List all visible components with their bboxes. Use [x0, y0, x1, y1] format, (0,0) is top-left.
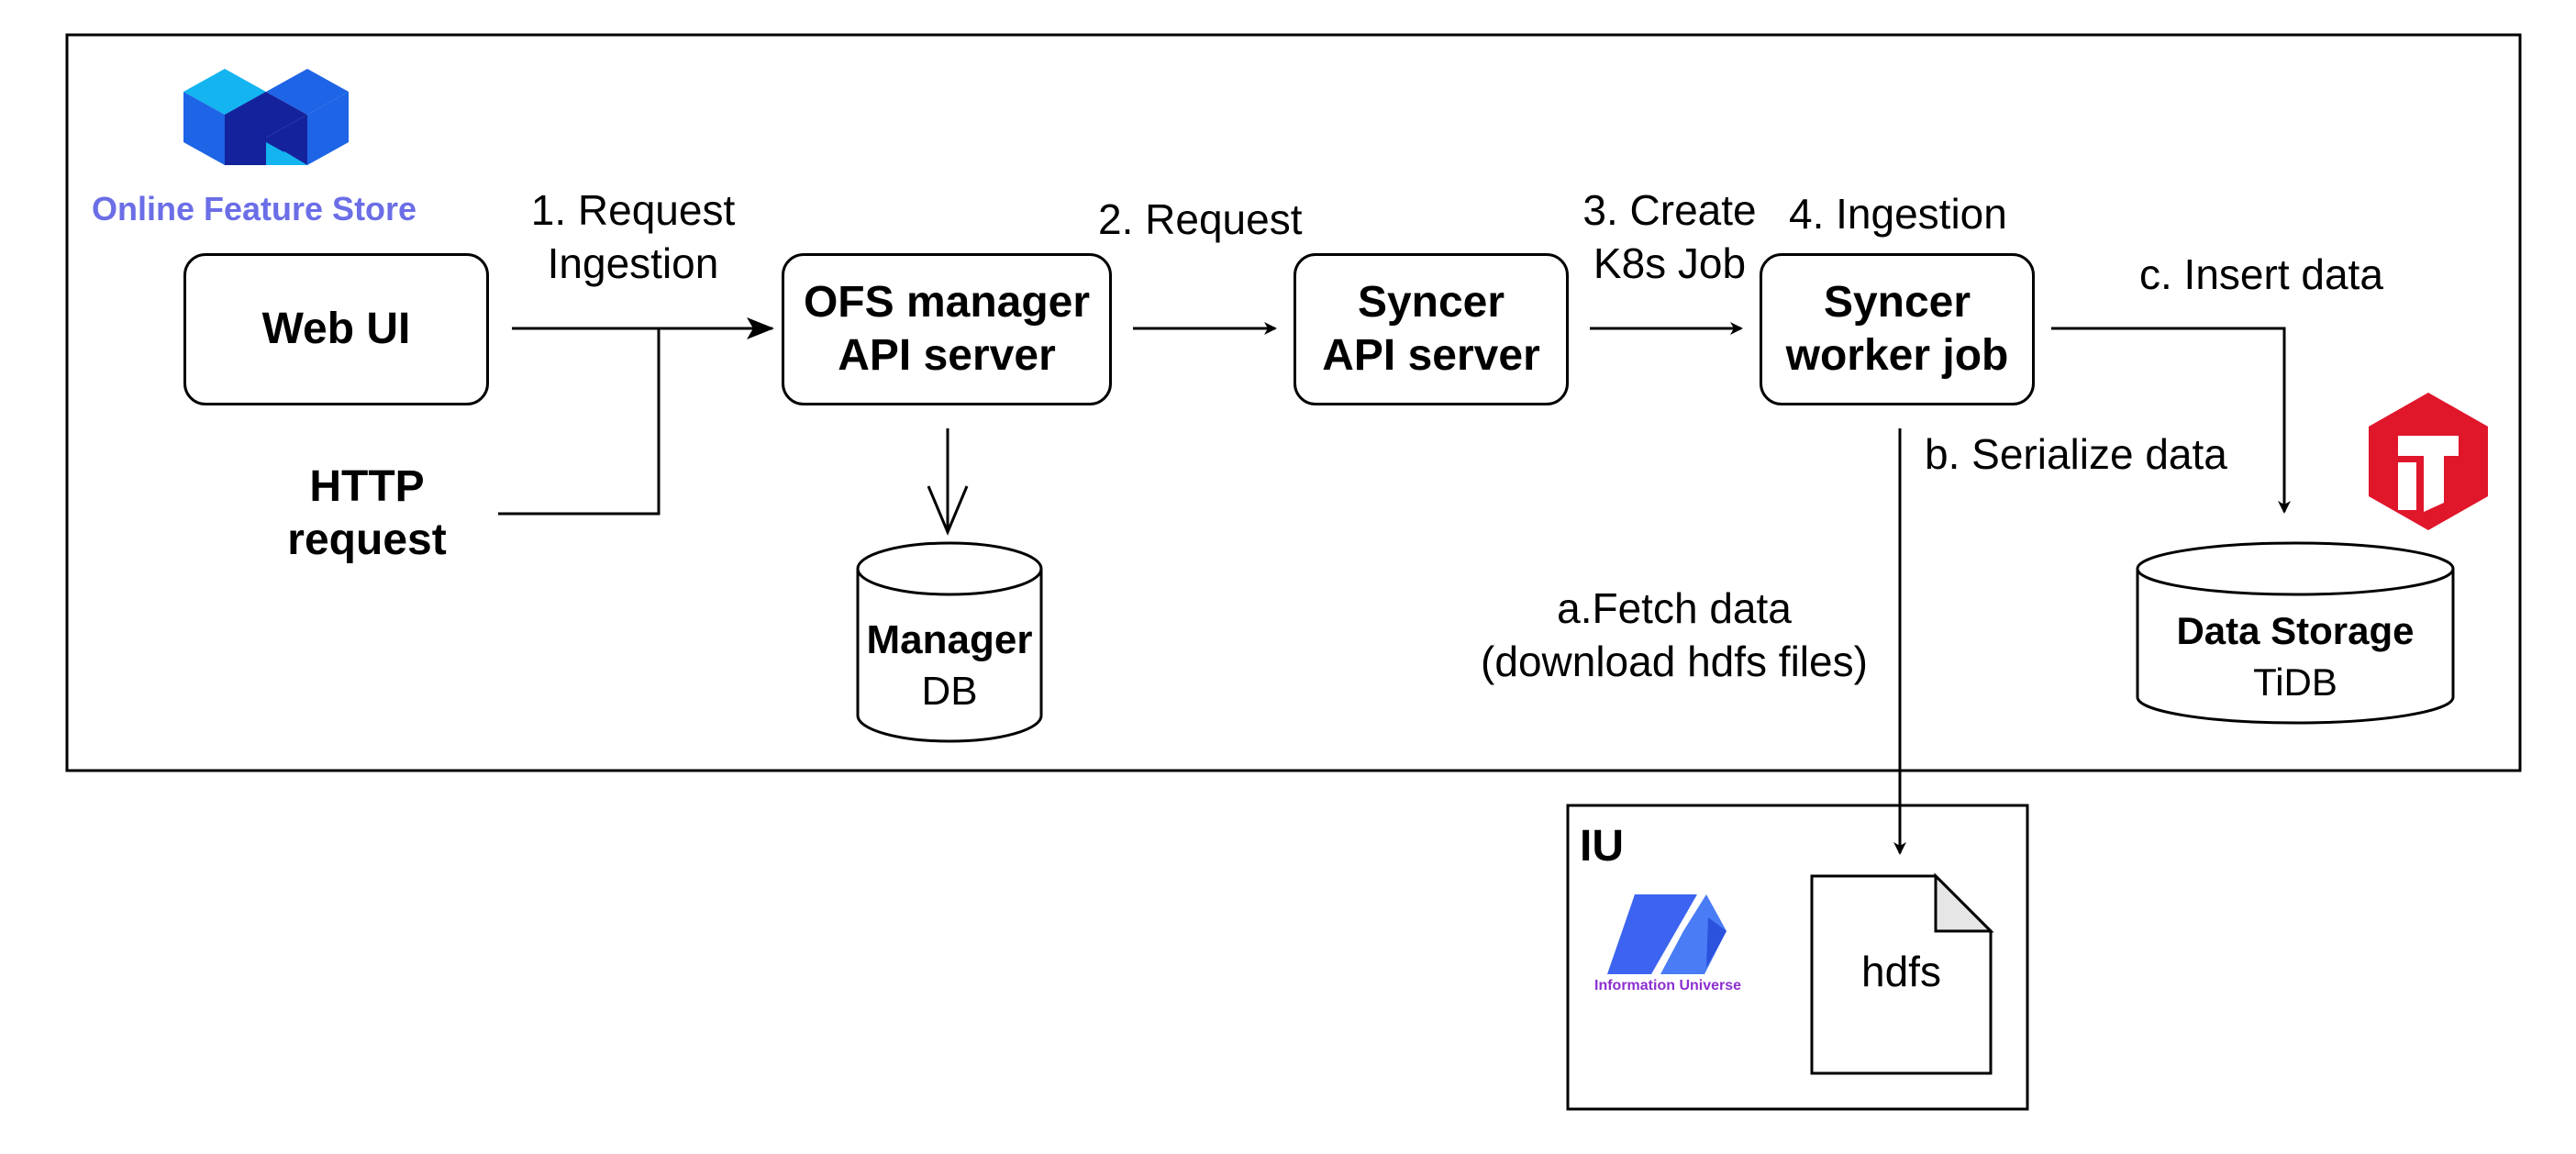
edge-label-step3: 3. Create K8s Job: [1573, 183, 1766, 290]
edge-http-ofs: [498, 328, 661, 516]
edge-label-step3-line1: 3. Create: [1582, 186, 1757, 234]
edge-label-step-c: c. Insert data: [2139, 250, 2383, 298]
edge-label-step-b: b. Serialize data: [1925, 430, 2227, 478]
edge-label-step4: 4. Ingestion: [1789, 190, 2007, 238]
edge-label-step1-line1: 1. Request: [530, 186, 736, 234]
manager-db-label: Manager DB: [858, 615, 1041, 717]
manager-db-line2: DB: [921, 669, 978, 714]
data-storage-label: Data Storage TiDB: [2137, 605, 2453, 708]
information-universe-logo-icon: [1607, 894, 1727, 974]
edge-label-step2: 2. Request: [1098, 195, 1303, 243]
tidb-logo-icon: [2369, 393, 2488, 530]
manager-db-cylinder: [856, 541, 1043, 743]
edge-label-step-a: a.Fetch data (download hdfs files): [1459, 582, 1890, 688]
syncer-worker-line2: worker job: [1785, 331, 2009, 380]
http-request-label: HTTP request: [266, 460, 468, 567]
data-storage-line1: Data Storage: [2176, 609, 2415, 652]
brand-title: Online Feature Store: [92, 190, 417, 227]
web-ui-node: Web UI: [183, 253, 489, 405]
syncer-api-line1: Syncer: [1357, 278, 1505, 327]
ofs-cube-logo-icon: [183, 69, 349, 165]
iu-title: IU: [1580, 822, 1624, 871]
edge-label-step-a-line2: (download hdfs files): [1481, 638, 1868, 685]
syncer-api-node: Syncer API server: [1294, 253, 1569, 405]
http-request-line1: HTTP: [309, 462, 425, 511]
ofs-manager-line1: OFS manager: [803, 278, 1091, 327]
iu-logo-caption: Information Universe: [1594, 978, 1742, 993]
hdfs-document-shape: [1810, 872, 1994, 1075]
hdfs-label: hdfs: [1861, 948, 1941, 995]
edge-label-step1: 1. Request Ingestion: [514, 183, 752, 290]
edge-label-step1-line2: Ingestion: [547, 239, 719, 287]
syncer-api-line2: API server: [1322, 331, 1540, 380]
edge-worker-datastorage: [2051, 327, 2291, 514]
outer-boundary: [65, 33, 2522, 772]
syncer-worker-node: Syncer worker job: [1760, 253, 2035, 405]
edge-label-step-a-line1: a.Fetch data: [1557, 584, 1792, 632]
manager-db-line1: Manager: [866, 617, 1033, 662]
http-request-line2: request: [287, 516, 447, 564]
ofs-manager-line2: API server: [838, 331, 1056, 380]
data-storage-cylinder: [2136, 541, 2455, 725]
data-storage-line2: TiDB: [2253, 660, 2337, 704]
iu-boundary: [1566, 804, 2029, 1111]
ofs-manager-node: OFS manager API server: [782, 253, 1112, 405]
web-ui-label: Web UI: [261, 305, 411, 353]
syncer-worker-line1: Syncer: [1823, 278, 1971, 327]
edge-label-step3-line2: K8s Job: [1593, 239, 1747, 287]
edge-ofs-managerdb-arrowhead: [927, 485, 969, 536]
